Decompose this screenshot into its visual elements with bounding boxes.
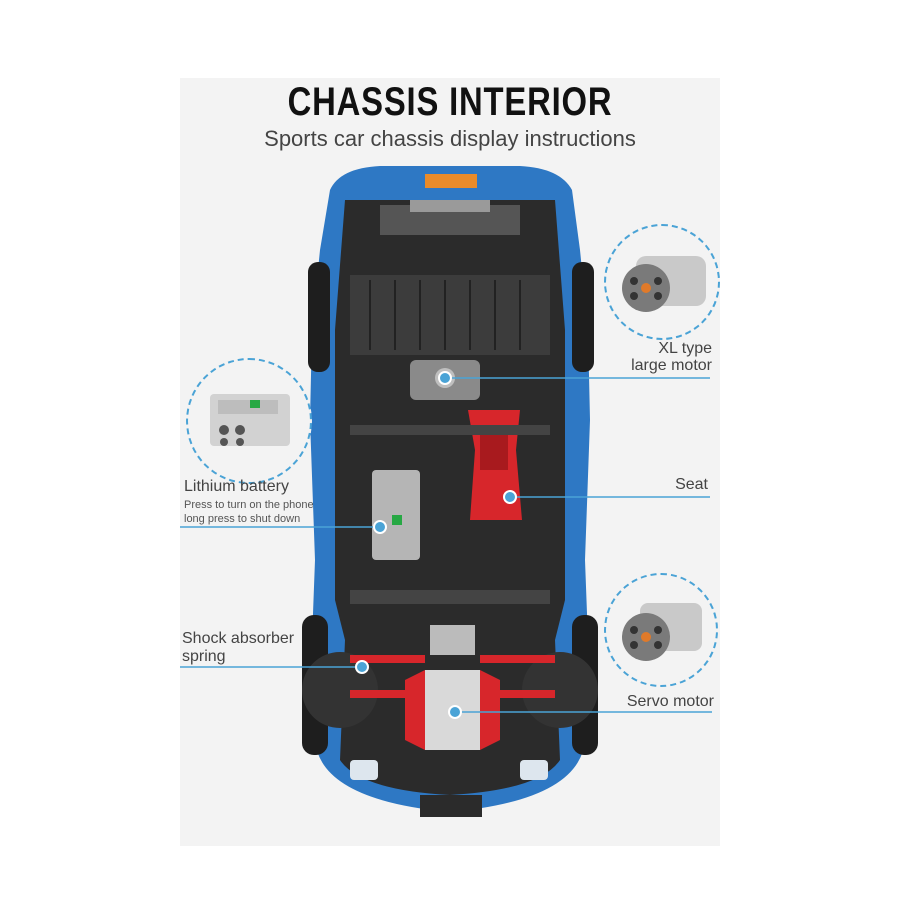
xl-motor-label-line2: large motor xyxy=(631,357,712,374)
seat-label: Seat xyxy=(675,476,708,493)
motor-marker-dot xyxy=(438,371,452,385)
front-hood-block xyxy=(350,275,550,355)
servo-marker-dot xyxy=(448,705,462,719)
xl-motor-label-line1: XL type xyxy=(658,340,712,357)
battery-callout xyxy=(186,358,312,484)
rear-right-rim xyxy=(522,652,598,728)
servo-motor-label: Servo motor xyxy=(626,693,714,710)
battery-marker-dot xyxy=(373,520,387,534)
servo-motor-callout xyxy=(604,573,718,687)
battery-hint-line2: long press to shut down xyxy=(184,513,301,525)
shock-label-line1: Shock absorber xyxy=(182,630,295,647)
page-title: CHASSIS INTERIOR xyxy=(287,80,613,124)
battery-box-icon xyxy=(210,394,290,446)
rear-light-left xyxy=(350,760,378,780)
rear-light-right xyxy=(520,760,548,780)
shock-label-line2: spring xyxy=(182,648,226,665)
page-subtitle: Sports car chassis display instructions xyxy=(264,126,636,151)
shock-absorber-right xyxy=(480,655,555,663)
front-light-bar xyxy=(425,174,477,188)
xl-motor-callout xyxy=(604,224,720,340)
battery-hint-line1: Press to turn on the phone xyxy=(184,499,314,511)
wheel-front-right xyxy=(572,262,594,372)
battery-title: Lithium battery xyxy=(184,478,289,495)
shock-absorber-left xyxy=(350,655,425,663)
wheel-front-left xyxy=(308,262,330,372)
seat-marker-dot xyxy=(503,490,517,504)
shock-marker-dot xyxy=(355,660,369,674)
rear-diffuser xyxy=(420,795,482,817)
xl-motor-icon xyxy=(622,256,706,312)
servo-motor-icon xyxy=(622,603,702,661)
